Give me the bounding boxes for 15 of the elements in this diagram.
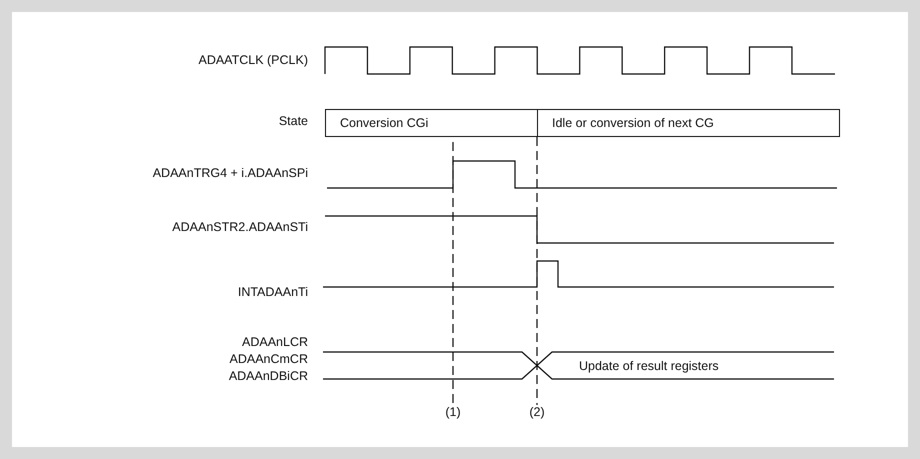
signal-name: State [278, 114, 308, 129]
signal-name: ADAAnLCR [242, 335, 308, 350]
signal-name: INTADAAnTi [238, 285, 308, 300]
signal-name: ADAAnDBiCR [228, 369, 308, 384]
state-segment [325, 109, 538, 137]
state-segment [537, 109, 840, 137]
signal-name: ADAATCLK (PCLK) [198, 53, 308, 68]
state-label: Conversion CGi [340, 116, 428, 130]
marker-number: (2) [529, 405, 545, 420]
signal-name: ADAAnTRG4 + i.ADAAnSPi [152, 166, 308, 181]
bus-annotation: Update of result registers [579, 359, 719, 374]
signal-name: ADAAnCmCR [230, 352, 308, 367]
marker-number: (1) [445, 405, 461, 420]
signal-name: ADAAnSTR2.ADAAnSTi [172, 220, 308, 235]
state-label: Idle or conversion of next CG [552, 116, 714, 130]
